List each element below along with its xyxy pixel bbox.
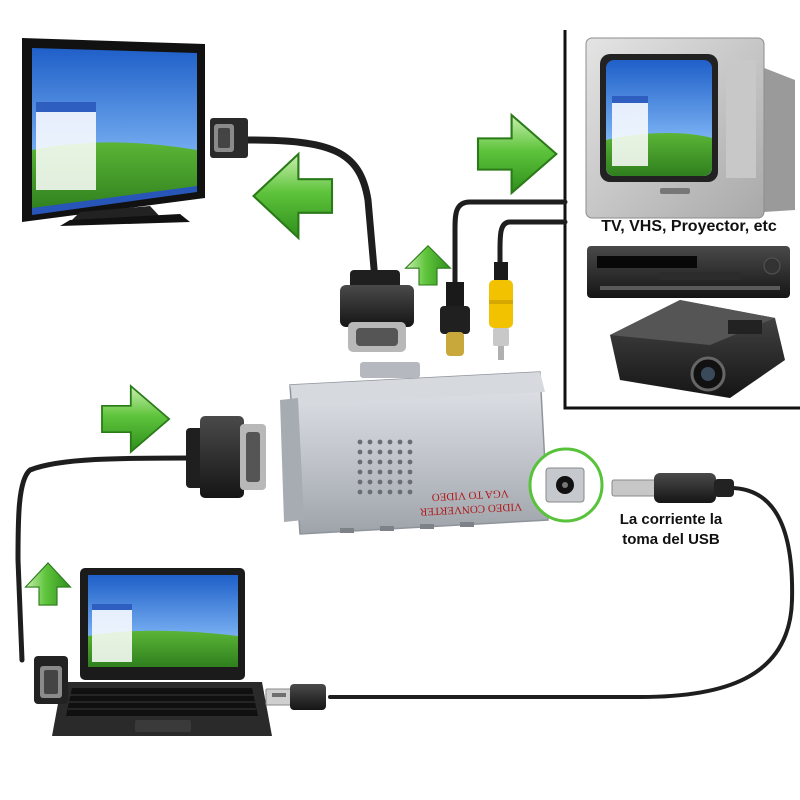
vga-connector-icon <box>186 416 266 498</box>
green-arrow-icon <box>476 113 558 195</box>
green-arrow-icon <box>24 562 72 606</box>
laptop <box>52 568 272 736</box>
dc-power-port-callout <box>528 447 604 523</box>
usb-connector-icon <box>265 684 326 710</box>
vga-connector-icon <box>340 270 414 352</box>
rca-connector-icon <box>489 262 513 360</box>
tv-vhs-projector-label: TV, VHS, Proyector, etc <box>601 218 777 235</box>
usb-power-label-line2: toma del USB <box>622 531 720 548</box>
dc-power-connector-icon <box>611 473 734 503</box>
green-arrow-icon <box>404 245 452 286</box>
monitor-vga-plug <box>210 118 248 158</box>
converter-brand-line1: VGA TO VIDEO <box>431 487 509 503</box>
tv-group-frame <box>563 30 800 410</box>
cables <box>15 136 795 699</box>
green-arrow-icon <box>252 152 334 240</box>
usb-power-label: La corriente la toma del USB <box>596 510 746 550</box>
laptop-vga-plug <box>34 656 68 704</box>
svideo-connector-icon <box>440 282 470 356</box>
lcd-monitor <box>22 38 205 226</box>
converter-brand-line2: VIDEO CONVERTER <box>419 500 522 517</box>
vcr <box>587 246 790 298</box>
projector <box>610 300 785 398</box>
usb-power-label-line1: La corriente la <box>619 511 723 528</box>
crt-tv <box>585 37 795 219</box>
green-arrow-icon <box>101 385 171 453</box>
vga-to-video-converter: VGA TO VIDEO VIDEO CONVERTER <box>280 362 549 535</box>
